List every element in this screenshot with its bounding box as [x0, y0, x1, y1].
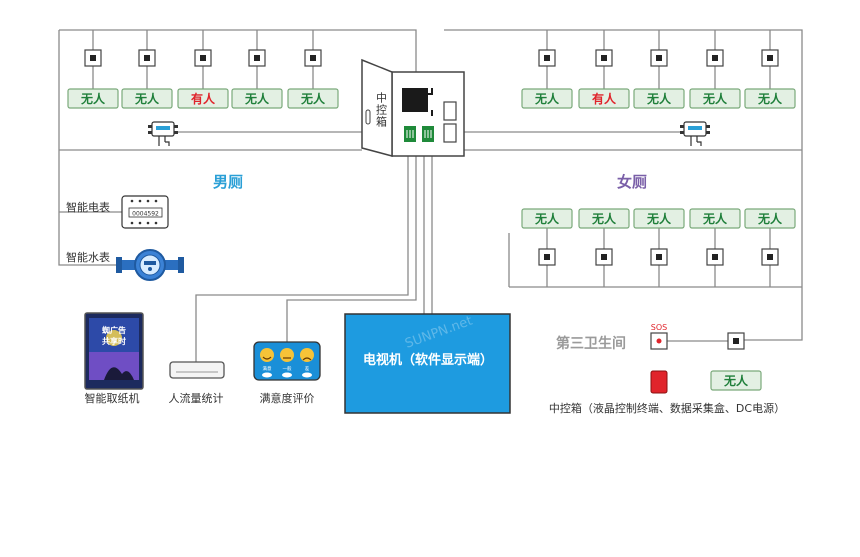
sensor-dot	[656, 254, 662, 260]
control-box	[361, 58, 465, 157]
people-counter-label: 人流量统计	[169, 391, 224, 405]
third-restroom-title: 第三卫生间	[556, 335, 626, 352]
paper-dispenser-icon	[84, 312, 144, 390]
water-meter-icon	[116, 249, 184, 281]
connection-lines	[58, 29, 803, 362]
stall-status-box	[287, 88, 339, 109]
satisfaction-option-2: 差	[305, 365, 310, 372]
sos-button-icon	[650, 332, 668, 350]
tv-label: 电视机（软件显示端）	[363, 352, 493, 368]
satisfaction-evaluator-icon	[253, 341, 321, 381]
paper-dispenser-screen-line2: 共享时	[102, 336, 126, 346]
control-box-label: 中控箱	[375, 92, 388, 128]
stall-status-box	[231, 88, 283, 109]
stall-status-label: 无人	[702, 211, 728, 226]
stall-status-box	[578, 208, 630, 229]
stall-status-box	[744, 208, 796, 229]
stall-status-box	[689, 88, 741, 109]
stall-status-box	[744, 88, 796, 109]
stall-status-box	[689, 208, 741, 229]
electric-meter-label: 智能电表	[66, 200, 110, 214]
third-restroom-caption: 中控箱（液晶控制终端、数据采集盒、DC电源）	[549, 401, 785, 415]
sos-label: SOS	[651, 323, 667, 332]
third-stall-status-label: 无人	[723, 373, 749, 388]
tv-display	[344, 313, 511, 414]
connection-line-0	[59, 29, 417, 72]
sensor-dot	[712, 254, 718, 260]
sensor-dot	[200, 55, 206, 61]
paper-dispenser-screen-line1: 蜘广告	[102, 325, 126, 335]
stall-status-box	[633, 208, 685, 229]
female-title: 女厕	[617, 173, 647, 191]
stall-status-box	[67, 88, 119, 109]
lcd-terminal-icon	[402, 88, 428, 112]
female-bottom-stall-group: 无人 无人 无人 无人 无人	[521, 208, 796, 287]
sensor-dot	[767, 254, 773, 260]
sensor-dot	[601, 55, 607, 61]
stall-status-label: 有人	[592, 91, 617, 106]
stall-status-label: 无人	[244, 91, 270, 106]
stall-status-label: 无人	[534, 211, 560, 226]
sensor-dot	[767, 55, 773, 61]
stall-status-label: 无人	[646, 211, 672, 226]
stall-status-label: 有人	[191, 91, 216, 106]
male-stall-group: 无人 无人 有人 无人 无人	[67, 30, 339, 109]
stall-status-label: 无人	[702, 91, 728, 106]
stall-status-box	[121, 88, 173, 109]
third-stall-sensor-icon	[727, 332, 745, 350]
people-counter-icon	[169, 361, 225, 379]
connection-line-9	[195, 156, 409, 362]
sensor-dot	[601, 254, 607, 260]
water-meter-label: 智能水表	[66, 250, 110, 264]
connection-line-4	[444, 29, 803, 341]
odor-sensor-icon-male	[148, 121, 178, 146]
connection-line-10	[286, 156, 417, 342]
stall-status-label: 无人	[646, 91, 672, 106]
stall-status-label: 无人	[757, 211, 783, 226]
odor-sensor-icon-female	[680, 121, 710, 146]
electric-meter-icon	[121, 195, 169, 229]
stall-status-box	[521, 208, 573, 229]
stall-status-box	[578, 88, 630, 109]
satisfaction-option-0: 满意	[263, 365, 272, 372]
sensor-dot	[544, 55, 550, 61]
electric-meter-reading: 0004592	[132, 211, 159, 218]
paper-dispenser-label: 智能取纸机	[85, 391, 140, 405]
third-stall-status	[710, 370, 762, 391]
sensor-dot	[254, 55, 260, 61]
male-title: 男厕	[213, 173, 243, 191]
sensor-dot	[90, 55, 96, 61]
stall-status-box	[521, 88, 573, 109]
sensor-dot	[544, 254, 550, 260]
stall-status-box	[177, 88, 229, 109]
stall-status-label: 无人	[134, 91, 160, 106]
connection-line-1	[58, 30, 118, 266]
stall-status-label: 无人	[591, 211, 617, 226]
stall-status-box	[633, 88, 685, 109]
sensor-dot	[310, 55, 316, 61]
sensor-dot	[712, 55, 718, 61]
female-top-stall-group: 无人 有人 无人 无人 无人	[521, 30, 796, 109]
satisfaction-evaluator-label: 满意度评价	[260, 391, 315, 405]
stall-status-label: 无人	[534, 91, 560, 106]
sensor-dot	[656, 55, 662, 61]
stall-status-label: 无人	[80, 91, 106, 106]
satisfaction-option-1: 一般	[283, 365, 292, 372]
stall-status-label: 无人	[300, 91, 326, 106]
sos-alarm-light-icon	[650, 370, 668, 394]
sensor-dot	[144, 55, 150, 61]
stall-status-label: 无人	[757, 91, 783, 106]
